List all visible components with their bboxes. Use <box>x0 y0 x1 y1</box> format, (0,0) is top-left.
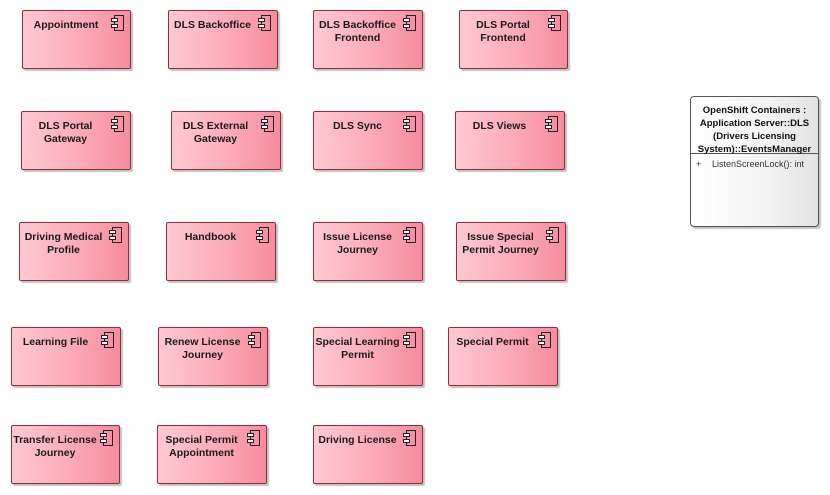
component-special-permit[interactable]: Special Permit <box>448 327 558 386</box>
component-dls-backoffice-frontend[interactable]: DLS Backoffice Frontend <box>313 10 423 69</box>
component-issue-license-journey[interactable]: Issue License Journey <box>313 222 423 281</box>
component-label: Special Permit Appointment <box>165 434 238 459</box>
uml-component-icon <box>248 332 261 348</box>
component-label: Renew License Journey <box>164 336 241 361</box>
component-dls-portal-gateway[interactable]: DLS Portal Gateway <box>21 111 131 170</box>
component-transfer-license-journey[interactable]: Transfer License Journey <box>11 425 120 484</box>
operation-visibility: + <box>696 159 702 169</box>
uml-component-icon <box>403 332 416 348</box>
component-label: DLS Views <box>472 120 527 132</box>
uml-component-icon <box>403 227 416 243</box>
uml-component-icon <box>100 430 113 446</box>
component-label: Learning File <box>22 336 89 348</box>
component-handbook[interactable]: Handbook <box>166 222 276 281</box>
class-events-manager[interactable]: OpenShift Containers : Application Serve… <box>690 96 819 227</box>
component-label: DLS External Gateway <box>182 120 249 145</box>
component-label: DLS Backoffice <box>173 19 252 31</box>
component-label: Transfer License Journey <box>13 434 97 459</box>
uml-component-icon <box>403 116 416 132</box>
uml-component-icon <box>109 227 122 243</box>
component-appointment[interactable]: Appointment <box>22 10 131 69</box>
component-dls-backoffice[interactable]: DLS Backoffice <box>168 10 278 69</box>
uml-component-icon <box>256 227 269 243</box>
component-dls-sync[interactable]: DLS Sync <box>313 111 423 170</box>
class-title: OpenShift Containers : Application Serve… <box>691 97 818 155</box>
component-driving-license[interactable]: Driving License <box>313 425 423 484</box>
uml-component-icon <box>545 116 558 132</box>
uml-component-icon <box>258 15 271 31</box>
uml-component-icon <box>548 15 561 31</box>
component-issue-special-permit-journey[interactable]: Issue Special Permit Journey <box>456 222 566 281</box>
uml-component-icon <box>538 332 551 348</box>
component-dls-portal-frontend[interactable]: DLS Portal Frontend <box>459 10 568 69</box>
component-learning-file[interactable]: Learning File <box>11 327 121 386</box>
uml-component-icon <box>546 227 559 243</box>
component-label: Special Permit <box>456 336 529 348</box>
component-special-learning-permit[interactable]: Special Learning Permit <box>313 327 423 386</box>
operation-signature: ListenScreenLock(): int <box>712 159 805 169</box>
component-label: DLS Sync <box>332 120 382 132</box>
component-label: Driving License <box>318 434 397 446</box>
component-dls-external-gateway[interactable]: DLS External Gateway <box>171 111 281 170</box>
component-dls-views[interactable]: DLS Views <box>455 111 565 170</box>
component-renew-license-journey[interactable]: Renew License Journey <box>158 327 268 386</box>
uml-component-icon <box>247 430 260 446</box>
uml-component-icon <box>403 15 416 31</box>
component-driving-medical-profile[interactable]: Driving Medical Profile <box>19 222 129 281</box>
uml-component-icon <box>111 15 124 31</box>
class-operation: + ListenScreenLock(): int <box>691 159 818 169</box>
uml-component-icon <box>101 332 114 348</box>
uml-component-icon <box>111 116 124 132</box>
component-label: Driving Medical Profile <box>24 231 103 256</box>
uml-component-icon <box>261 116 274 132</box>
component-label: Special Learning Permit <box>315 336 400 361</box>
component-label: Handbook <box>184 231 237 243</box>
component-label: Issue License Journey <box>323 231 392 256</box>
component-label: DLS Portal Gateway <box>38 120 93 145</box>
component-label: DLS Portal Frontend <box>476 19 530 44</box>
component-label: DLS Backoffice Frontend <box>318 19 397 44</box>
component-special-permit-appointment[interactable]: Special Permit Appointment <box>157 425 267 484</box>
component-label: Issue Special Permit Journey <box>462 231 539 256</box>
component-label: Appointment <box>33 19 99 31</box>
uml-component-icon <box>403 430 416 446</box>
